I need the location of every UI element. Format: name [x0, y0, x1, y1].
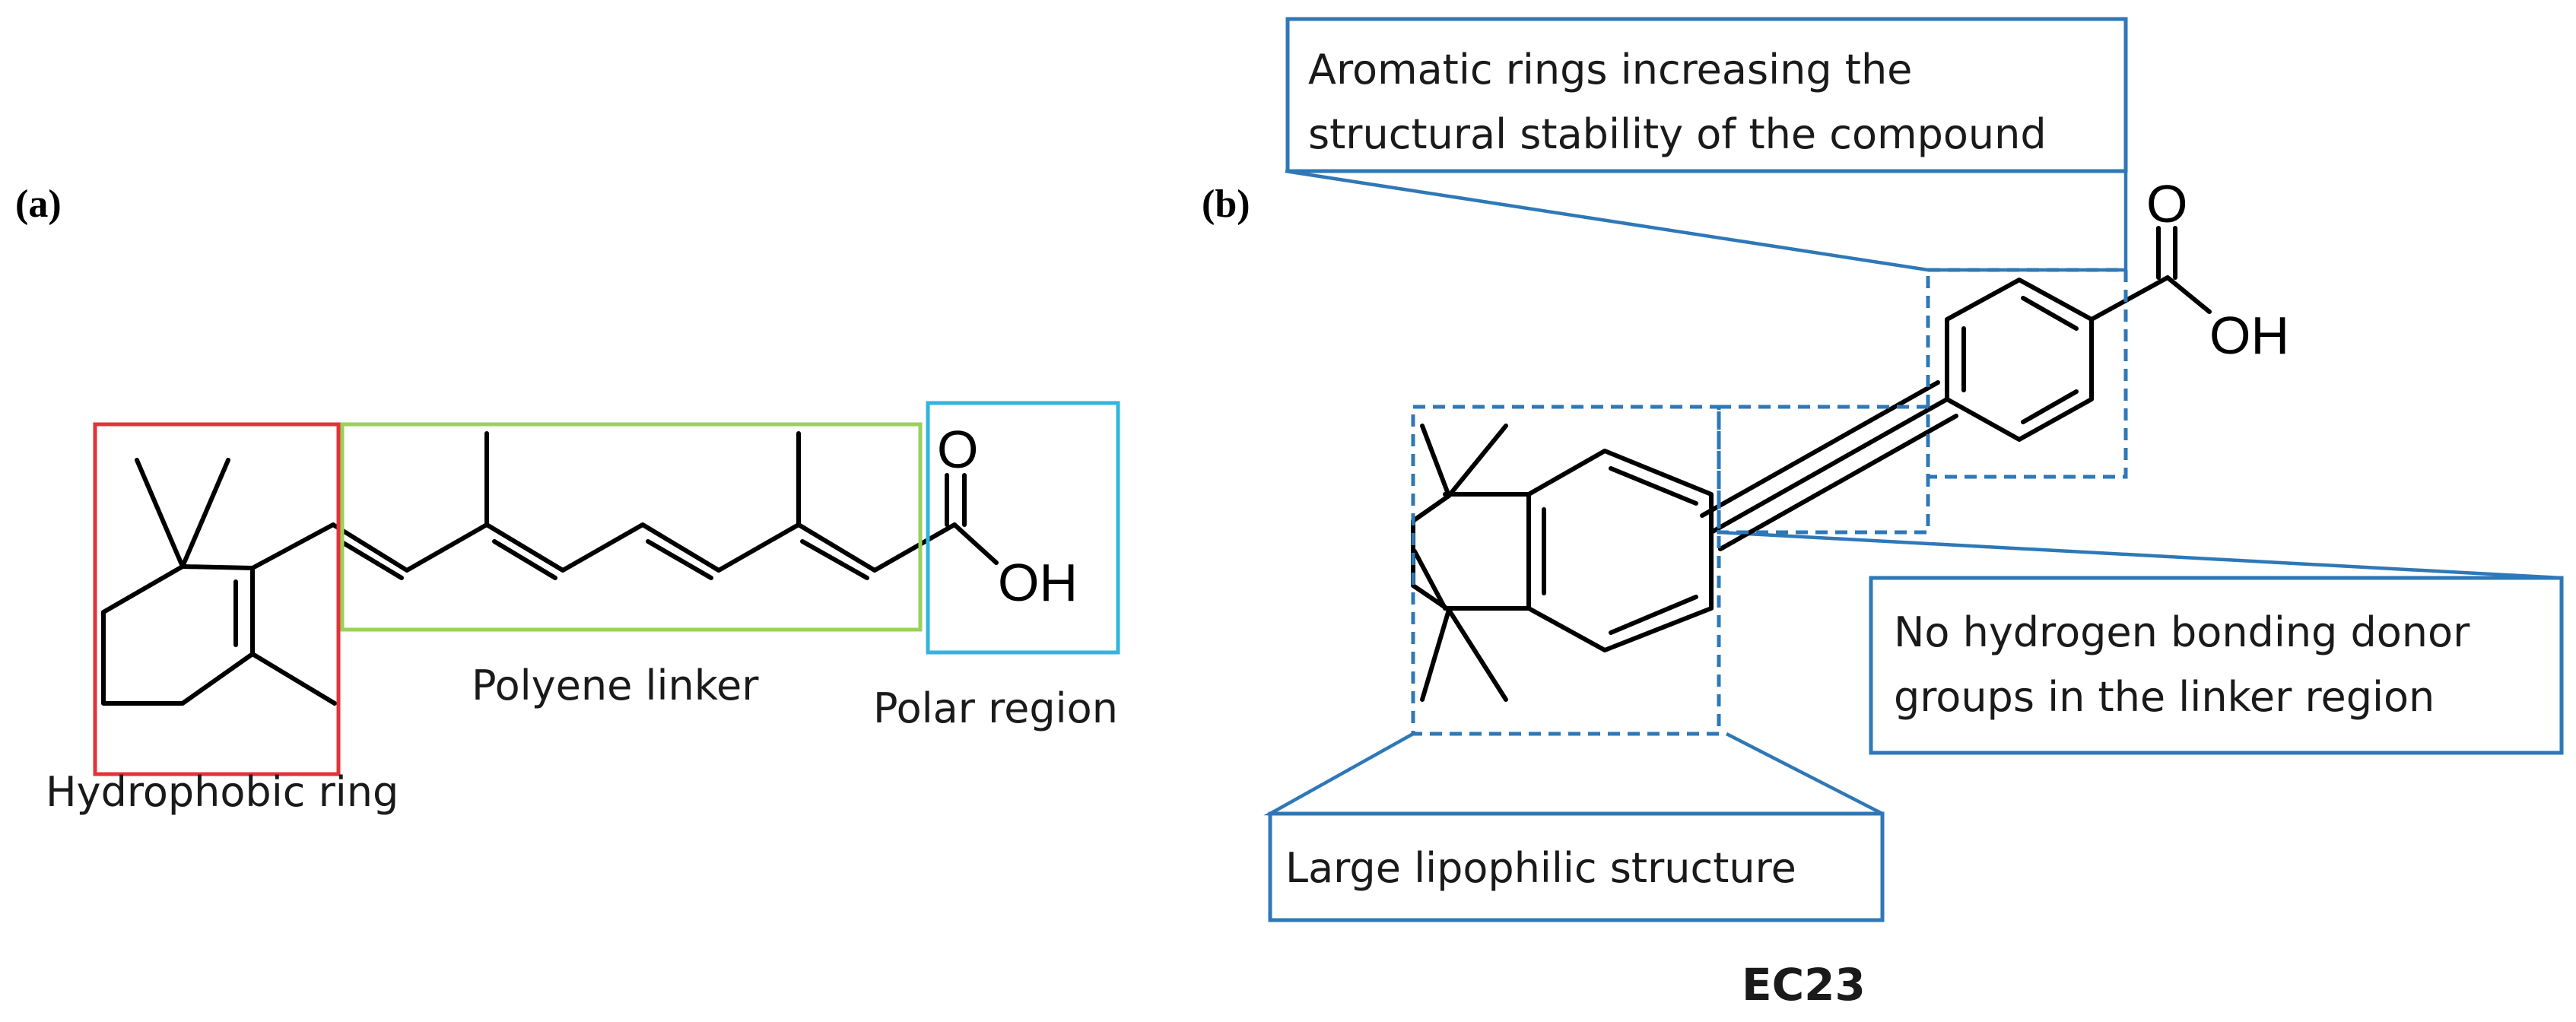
ec23-hydroxyl-bond [2165, 275, 2212, 314]
tetrahydronaphthalene-aromatic-ring [1526, 449, 1714, 652]
hydrophobic-ring-label: Hydrophobic ring [46, 768, 399, 816]
polyene-double-1 [338, 539, 404, 580]
lipophilic-methyl-4 [1447, 608, 1508, 702]
ec23-structure: O OH [1411, 174, 2289, 702]
linker-callout-text-line1: No hydrogen bonding donor [1894, 608, 2470, 656]
polar-region-box [926, 401, 1120, 655]
saturated-ring-left [1411, 494, 1451, 612]
lipophilic-methyl-2 [1447, 424, 1508, 498]
aromatic-callout-box [1285, 17, 2128, 173]
lipophilic-dashed-box [1411, 405, 1721, 736]
polar-region-label: Polar region [873, 684, 1118, 732]
aromatic-callout-text-line1: Aromatic rings increasing the [1308, 46, 1912, 94]
hydroxyl-bond [952, 522, 999, 565]
lipophilic-methyl-3 [1420, 608, 1451, 702]
polyene-double-4 [800, 539, 869, 580]
ec23-acid-bond [2089, 275, 2170, 322]
lipophilic-callout-pointer [1263, 732, 1884, 816]
hydroxyl-group-atom: OH [998, 553, 1078, 612]
benzoic-inner-3 [2021, 389, 2079, 424]
hydrophobic-ring-box [93, 422, 341, 776]
panel-a-label: (a) [15, 182, 62, 226]
gem-methyl-2 [180, 458, 230, 569]
lipophilic-callout-text: Large lipophilic structure [1285, 844, 1796, 892]
benzoic-inner-2 [2021, 296, 2079, 331]
linker-callout-box [1869, 576, 2564, 755]
ec23-hydroxyl-group-atom: OH [2209, 306, 2289, 365]
retinoic-acid-structure: O OH [101, 420, 1078, 706]
ec23-carbonyl-oxygen-atom: O [2146, 174, 2187, 233]
alkyne-bond-2 [1718, 414, 1958, 551]
ring-methyl [250, 652, 337, 706]
tetrahydronaphthalene-inner-2 [1609, 466, 1698, 506]
compound-name: EC23 [1742, 959, 1866, 1011]
saturated-ring-bonds [1412, 492, 1531, 611]
aromatic-callout-text-line2: structural stability of the compound [1308, 110, 2047, 158]
alkyne-bond-1 [1709, 397, 1949, 535]
polyene-linker-box [340, 422, 923, 632]
alkyne-bond-3 [1700, 380, 1940, 518]
panel-b: (b) Aromatic rings increasing the struct… [1202, 17, 2564, 1011]
benzoic-ring [1945, 278, 2094, 442]
polyene-linker-label: Polyene linker [472, 662, 759, 709]
polyene-double-3 [646, 539, 713, 580]
panel-b-label: (b) [1202, 182, 1250, 226]
polyene-chain [250, 522, 957, 573]
tetrahydronaphthalene-inner-3 [1609, 595, 1698, 635]
aromatic-rings-dashed-box [1926, 268, 2128, 479]
aromatic-callout-pointer [1285, 169, 2128, 272]
gem-methyl-1 [135, 458, 185, 569]
lipophilic-callout-box [1268, 811, 1885, 922]
lipophilic-methyl-1 [1420, 424, 1451, 498]
carbonyl-oxygen-atom: O [937, 420, 978, 479]
linker-callout-text-line2: groups in the linker region [1894, 673, 2435, 721]
polyene-double-2 [492, 539, 557, 580]
ring-bonds [101, 564, 255, 706]
linker-dashed-box [1717, 405, 1930, 535]
panel-a: (a) O OH [15, 182, 1120, 816]
